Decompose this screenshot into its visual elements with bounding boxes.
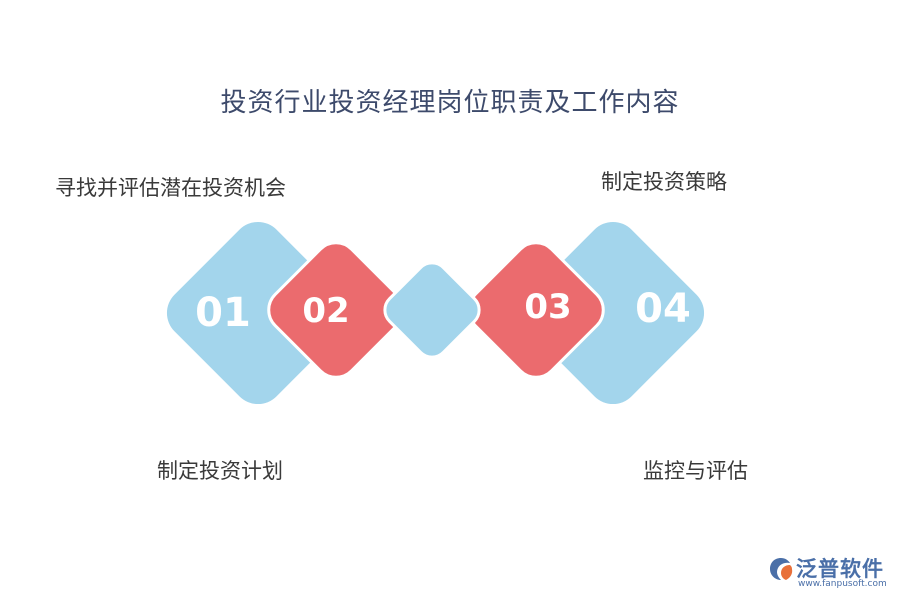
step-number-04: 04	[635, 286, 691, 332]
step-label-02: 制定投资计划	[157, 459, 283, 483]
step-number-01: 01	[195, 290, 251, 336]
logo-url: www.fanpusoft.com	[798, 579, 887, 589]
logo-mark-icon	[770, 558, 793, 580]
diamond-03	[467, 241, 605, 379]
step-number-03: 03	[524, 287, 571, 327]
logo-name: 泛普软件	[796, 557, 884, 581]
step-label-04: 监控与评估	[643, 459, 748, 483]
step-label-01: 寻找并评估潜在投资机会	[55, 176, 286, 200]
diamond-center	[383, 261, 481, 359]
step-number-02: 02	[302, 291, 349, 331]
page-title: 投资行业投资经理岗位职责及工作内容	[220, 88, 680, 118]
brand-logo: 泛普软件 www.fanpusoft.com	[768, 552, 893, 592]
step-label-03: 制定投资策略	[601, 170, 727, 194]
diamond-02	[267, 241, 405, 379]
